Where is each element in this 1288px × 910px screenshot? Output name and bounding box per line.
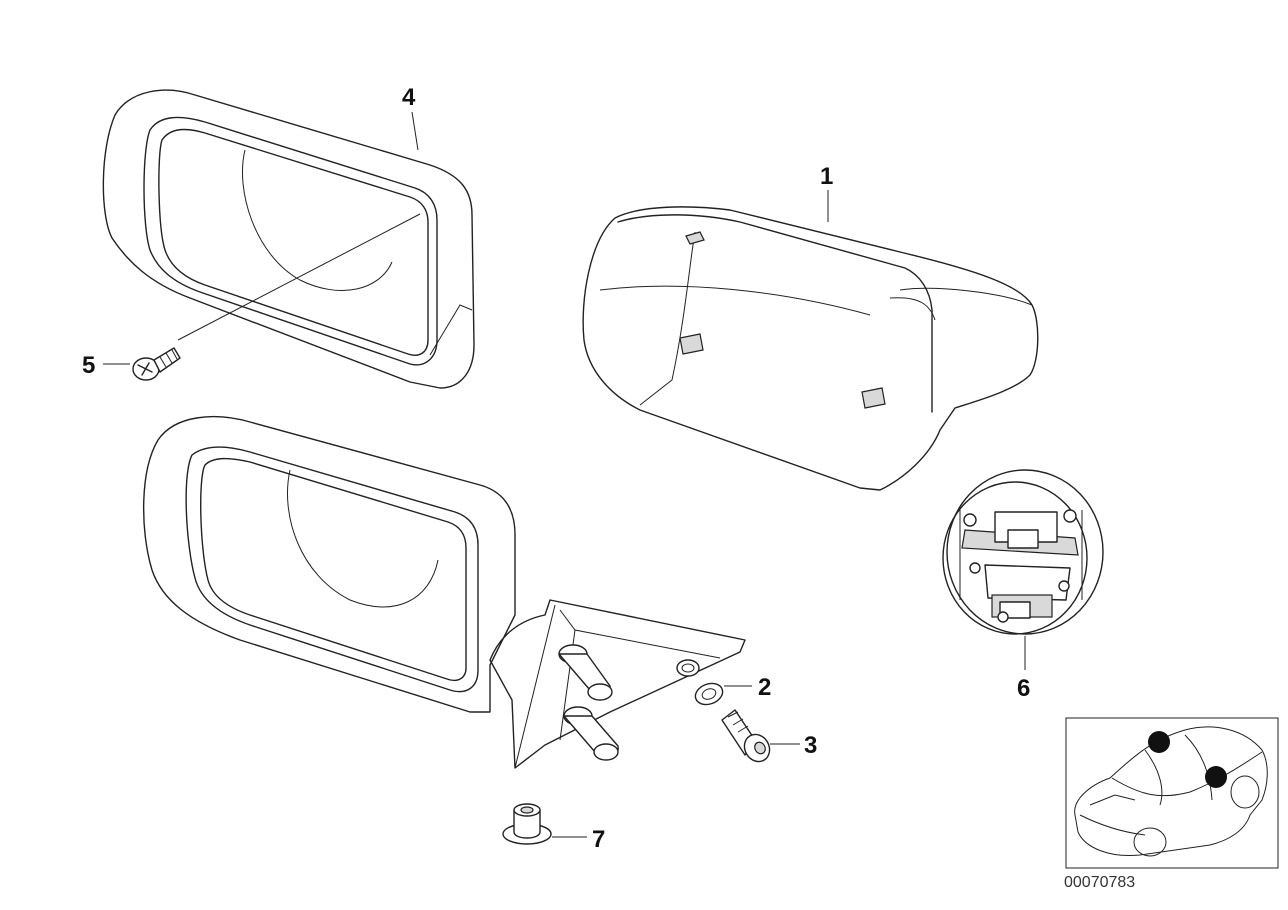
grommet[interactable] <box>502 803 552 845</box>
locator-marker-front <box>1148 731 1170 753</box>
bolt[interactable] <box>721 709 774 766</box>
mirror-housing-cap[interactable] <box>582 206 1039 491</box>
document-number: 00070783 <box>1064 874 1135 891</box>
callout-2: 2 <box>758 674 771 701</box>
mirror-glass-frame[interactable] <box>102 89 475 389</box>
vehicle-locator-thumbnail <box>1065 717 1279 869</box>
leader-lines <box>103 111 1026 838</box>
callout-4: 4 <box>402 84 416 111</box>
screw[interactable] <box>132 347 181 381</box>
locator-marker-rear <box>1205 766 1227 788</box>
callout-1: 1 <box>820 163 833 190</box>
mirror-motor[interactable] <box>942 469 1104 635</box>
callout-7: 7 <box>592 826 605 853</box>
washer[interactable] <box>692 680 725 708</box>
callout-6: 6 <box>1017 675 1030 702</box>
callout-3: 3 <box>804 732 817 759</box>
mirror-assembly[interactable] <box>142 415 746 769</box>
car-outline-icon <box>1074 726 1268 857</box>
callout-5: 5 <box>82 352 95 379</box>
